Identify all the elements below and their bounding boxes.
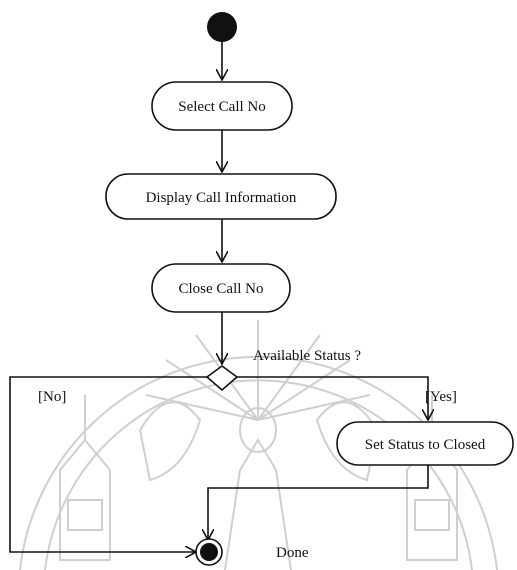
initial-node <box>207 12 237 42</box>
decision-question: Available Status ? <box>253 348 361 364</box>
flow-set-to-done <box>208 465 429 540</box>
activity-close-call-no: Close Call No <box>151 263 291 313</box>
activity-label: Select Call No <box>178 99 265 115</box>
activity-select-call-no: Select Call No <box>151 81 293 131</box>
flow-no-branch <box>9 376 207 552</box>
activity-label: Display Call Information <box>146 190 297 206</box>
guard-yes: [Yes] <box>425 389 457 405</box>
activity-label: Set Status to Closed <box>365 437 486 453</box>
final-node <box>195 538 223 566</box>
final-label: Done <box>276 545 309 561</box>
flow-yes-branch <box>237 376 428 420</box>
activity-set-status-to-closed: Set Status to Closed <box>336 421 514 466</box>
activity-label: Close Call No <box>179 281 264 297</box>
decision-node <box>205 365 239 392</box>
activity-display-call-information: Display Call Information <box>105 173 337 220</box>
watermark-emblem <box>19 320 498 570</box>
guard-no: [No] <box>38 389 66 405</box>
